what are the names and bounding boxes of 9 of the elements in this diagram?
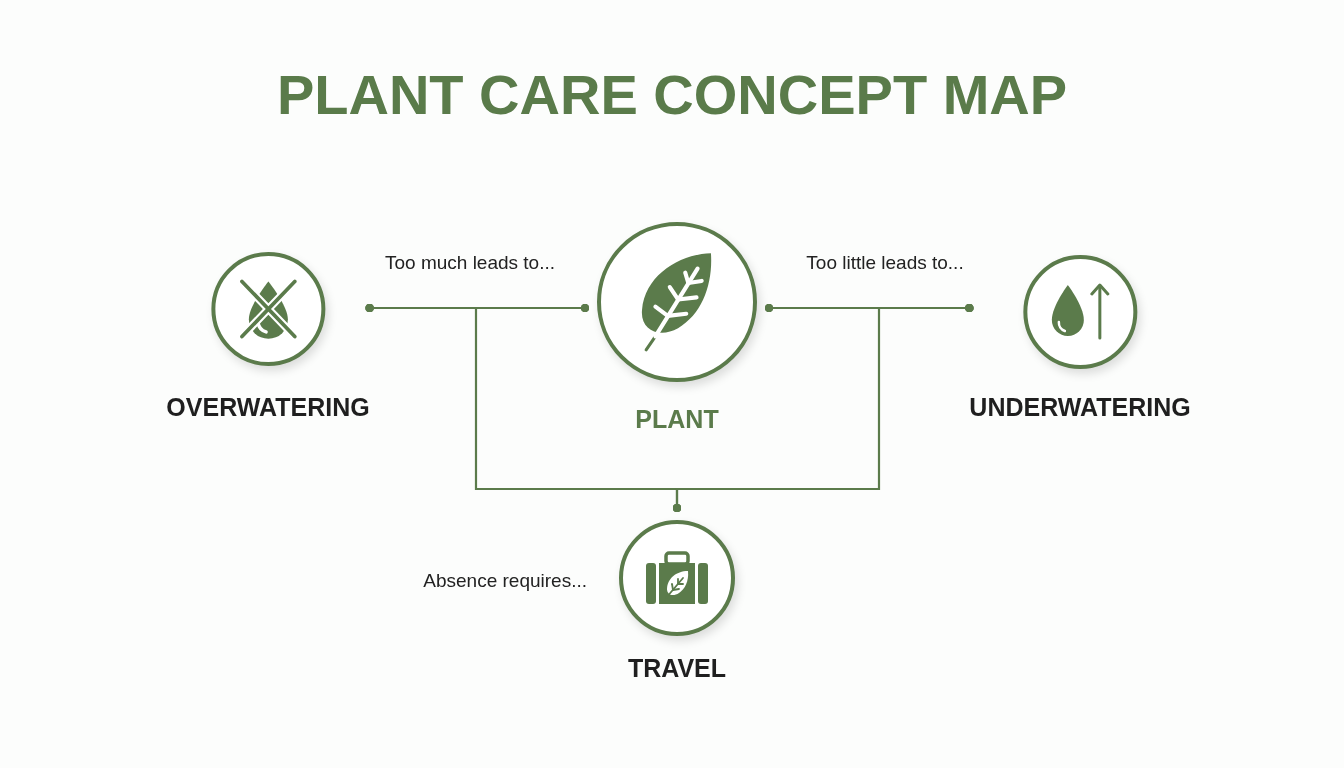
edge-label: Too little leads to... xyxy=(806,251,964,275)
edge-label: Too much leads to... xyxy=(385,251,555,275)
diagram-title: PLANT CARE CONCEPT MAP xyxy=(276,64,1068,126)
node-label: UNDERWATERING xyxy=(969,392,1191,422)
connector-line xyxy=(672,303,974,513)
node-label: OVERWATERING xyxy=(166,392,370,422)
node-label: PLANT xyxy=(635,404,719,434)
node-label: TRAVEL xyxy=(627,653,727,683)
side-note: Absence requires... xyxy=(423,569,587,593)
